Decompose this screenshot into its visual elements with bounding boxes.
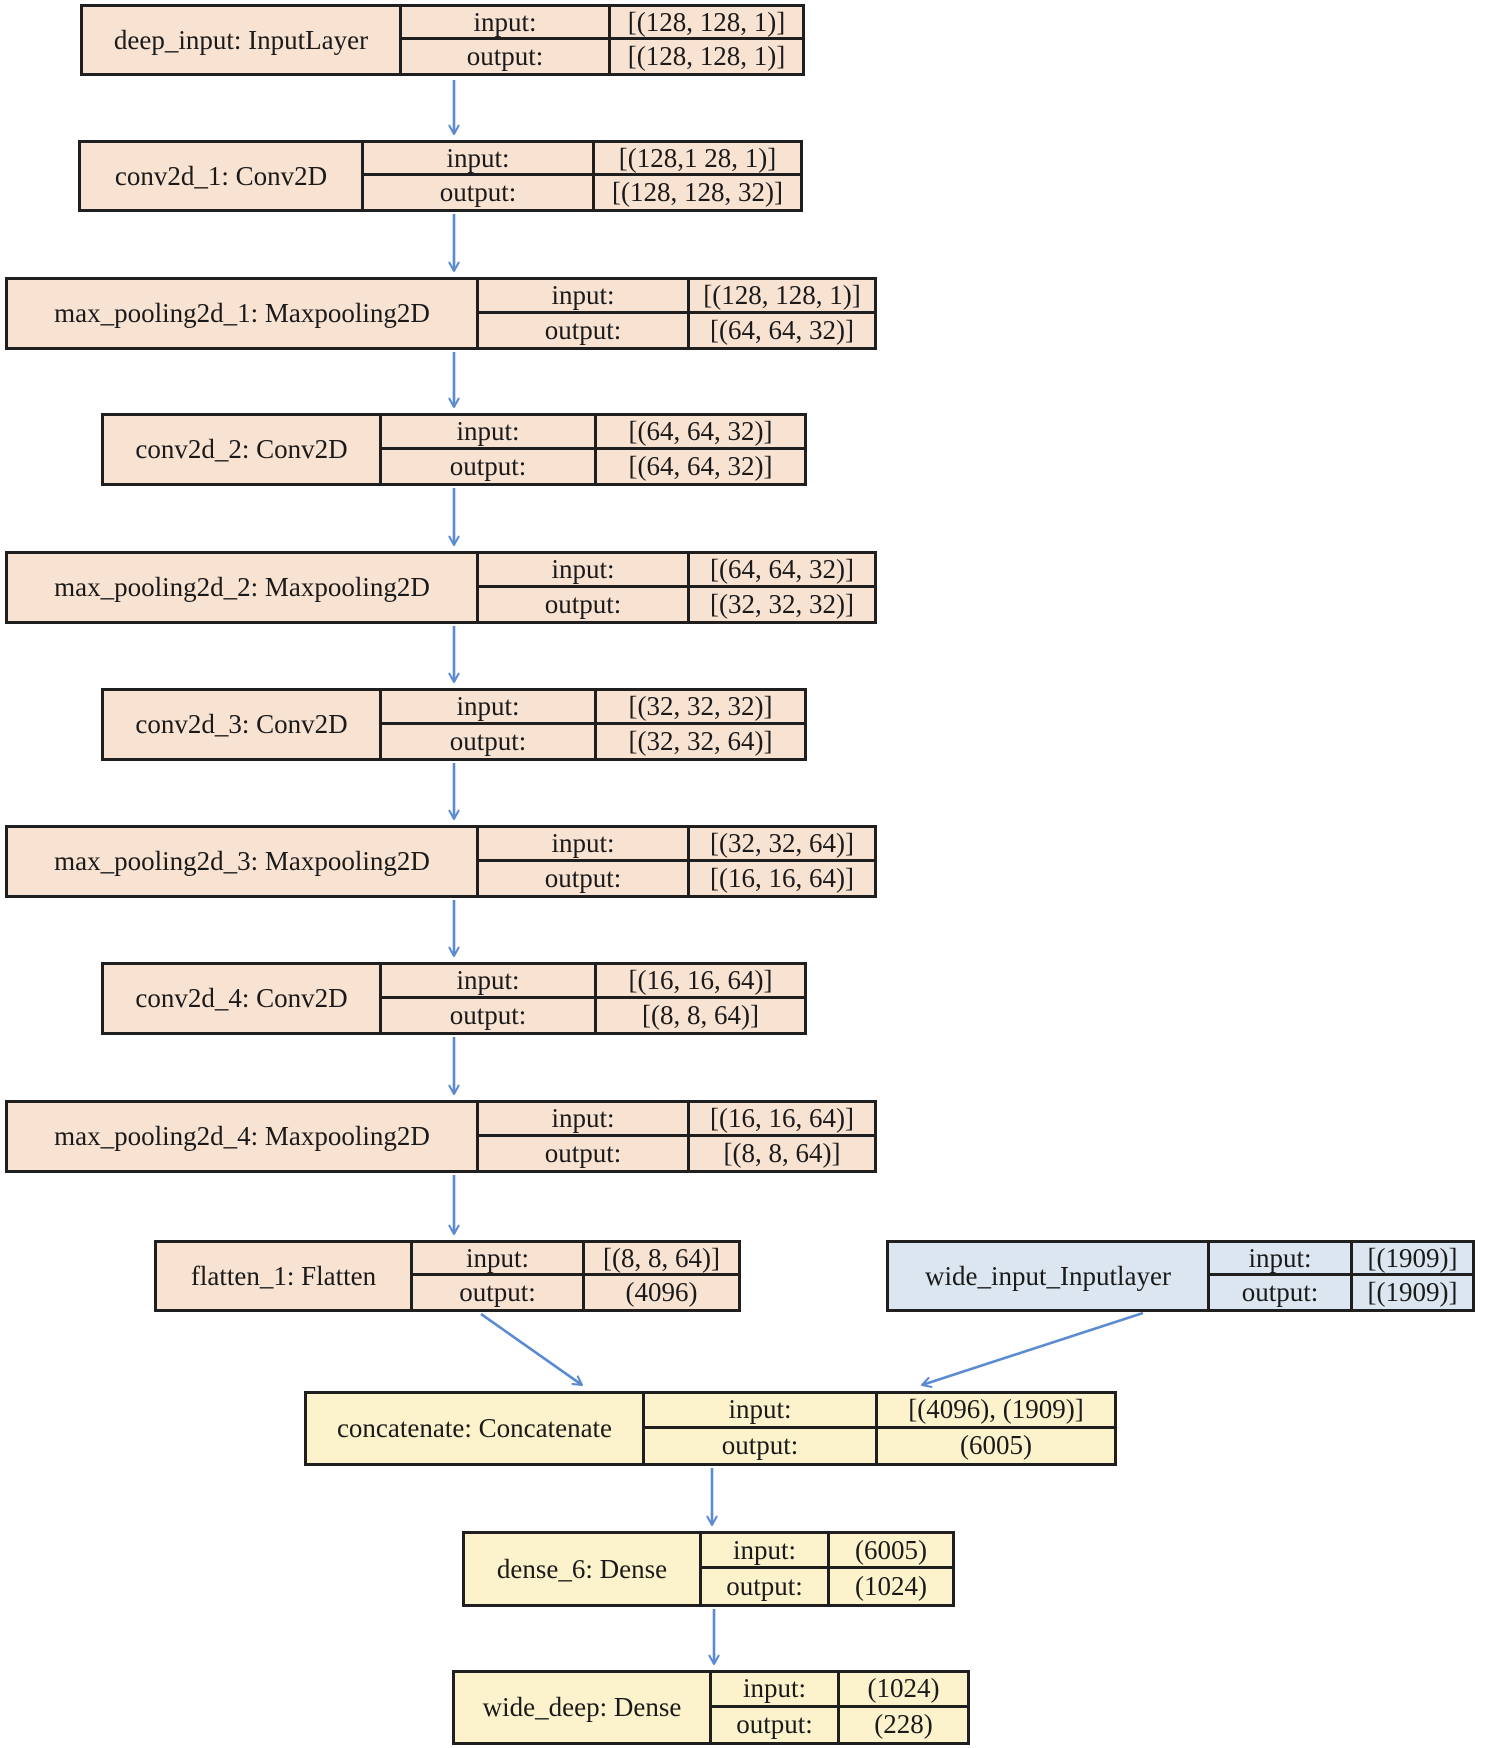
node-max_pooling2d_1: max_pooling2d_1: Maxpooling2D input: [(1…	[5, 277, 877, 350]
node-wide_input: wide_input_Inputlayer input: [(1909)] ou…	[886, 1240, 1475, 1312]
input-label: input:	[1210, 1243, 1353, 1276]
layer-name-label: flatten_1: Flatten	[157, 1243, 413, 1309]
node-wide_deep: wide_deep: Dense input: (1024) output: (…	[452, 1670, 970, 1745]
input-shape-value: [(1909)]	[1353, 1243, 1472, 1276]
output-label: output:	[479, 861, 690, 895]
output-shape-value: (6005)	[960, 1430, 1032, 1461]
output-label: output:	[413, 1276, 585, 1309]
layer-name-label: wide_deep: Dense	[455, 1673, 712, 1742]
input-shape-value: (1024)	[840, 1673, 967, 1708]
input-label: input:	[402, 7, 611, 40]
layer-name-label: concatenate: Concatenate	[307, 1394, 645, 1463]
input-shape-value: [(32, 32, 64)]	[690, 828, 874, 862]
output-label: output:	[364, 176, 595, 209]
output-label: output:	[712, 1707, 840, 1742]
flow-arrow	[480, 1312, 584, 1387]
output-shape-value: [(32, 32, 64)]	[628, 725, 773, 756]
input-shape-value: [(16, 16, 64)]	[597, 965, 804, 999]
input-shape-value: [(32, 32, 32)]	[597, 691, 804, 725]
output-shape-value: [(128, 128, 1)]	[627, 41, 786, 71]
output-label: output:	[479, 1136, 690, 1170]
layer-name-label: dense_6: Dense	[465, 1534, 702, 1604]
output-shape-value: [(64, 64, 32)]	[710, 314, 854, 345]
input-shape-value: [(4096), (1909)]	[878, 1394, 1114, 1429]
layer-name-label: deep_input: InputLayer	[83, 7, 402, 73]
input-label: input:	[712, 1673, 840, 1708]
output-shape-value: (4096)	[625, 1277, 698, 1307]
layer-name-label: conv2d_1: Conv2D	[81, 143, 364, 209]
output-label: output:	[402, 40, 611, 73]
input-shape-value: (6005)	[830, 1534, 952, 1569]
node-conv2d_1: conv2d_1: Conv2D input: [(128,1 28, 1)] …	[78, 140, 803, 212]
output-shape-value: (1024)	[855, 1571, 927, 1601]
node-deep_input: deep_input: InputLayer input: [(128, 128…	[80, 4, 805, 76]
input-label: input:	[382, 691, 597, 725]
input-label: input:	[479, 1103, 690, 1137]
input-shape-value: [(128,1 28, 1)]	[595, 143, 800, 176]
node-conv2d_2: conv2d_2: Conv2D input: [(64, 64, 32)] o…	[101, 413, 807, 486]
input-shape-value: [(8, 8, 64)]	[585, 1243, 738, 1276]
layer-name-label: max_pooling2d_1: Maxpooling2D	[8, 280, 479, 347]
node-max_pooling2d_3: max_pooling2d_3: Maxpooling2D input: [(3…	[5, 825, 877, 898]
input-label: input:	[702, 1534, 830, 1569]
output-shape-value: [(8, 8, 64)]	[723, 1137, 841, 1168]
node-max_pooling2d_2: max_pooling2d_2: Maxpooling2D input: [(6…	[5, 551, 877, 624]
layer-name-label: conv2d_4: Conv2D	[104, 965, 382, 1032]
output-shape-value: [(16, 16, 64)]	[710, 862, 854, 893]
output-label: output:	[1210, 1276, 1353, 1309]
layer-name-label: max_pooling2d_3: Maxpooling2D	[8, 828, 479, 895]
input-shape-value: [(128, 128, 1)]	[611, 7, 802, 40]
layer-name-label: conv2d_2: Conv2D	[104, 416, 382, 483]
output-label: output:	[382, 724, 597, 758]
output-shape-value: [(128, 128, 32)]	[612, 177, 783, 207]
output-label: output:	[382, 449, 597, 483]
input-label: input:	[382, 416, 597, 450]
input-label: input:	[645, 1394, 878, 1429]
layer-name-label: max_pooling2d_2: Maxpooling2D	[8, 554, 479, 621]
output-shape-value: [(8, 8, 64)]	[642, 999, 759, 1030]
layer-name-label: conv2d_3: Conv2D	[104, 691, 382, 758]
input-label: input:	[382, 965, 597, 999]
node-flatten_1: flatten_1: Flatten input: [(8, 8, 64)] o…	[154, 1240, 741, 1312]
input-shape-value: [(64, 64, 32)]	[690, 554, 874, 588]
node-dense_6: dense_6: Dense input: (6005) output: (10…	[462, 1531, 955, 1607]
input-shape-value: [(64, 64, 32)]	[597, 416, 804, 450]
output-label: output:	[702, 1569, 830, 1604]
input-label: input:	[364, 143, 595, 176]
input-label: input:	[413, 1243, 585, 1276]
output-label: output:	[479, 587, 690, 621]
output-shape-value: [(32, 32, 32)]	[710, 588, 854, 619]
layer-name-label: max_pooling2d_4: Maxpooling2D	[8, 1103, 479, 1170]
output-shape-value: (228)	[874, 1709, 933, 1740]
input-label: input:	[479, 554, 690, 588]
node-concatenate: concatenate: Concatenate input: [(4096),…	[304, 1391, 1117, 1466]
node-max_pooling2d_4: max_pooling2d_4: Maxpooling2D input: [(1…	[5, 1100, 877, 1173]
input-label: input:	[479, 280, 690, 314]
input-shape-value: [(16, 16, 64)]	[690, 1103, 874, 1137]
output-shape-value: [(64, 64, 32)]	[628, 450, 773, 481]
input-shape-value: [(128, 128, 1)]	[690, 280, 874, 314]
input-label: input:	[479, 828, 690, 862]
node-conv2d_3: conv2d_3: Conv2D input: [(32, 32, 32)] o…	[101, 688, 807, 761]
layer-name-label: wide_input_Inputlayer	[889, 1243, 1210, 1309]
output-label: output:	[382, 998, 597, 1032]
output-shape-value: [(1909)]	[1367, 1277, 1458, 1307]
node-conv2d_4: conv2d_4: Conv2D input: [(16, 16, 64)] o…	[101, 962, 807, 1035]
output-label: output:	[645, 1428, 878, 1463]
flow-arrow	[920, 1311, 1144, 1388]
output-label: output:	[479, 313, 690, 347]
